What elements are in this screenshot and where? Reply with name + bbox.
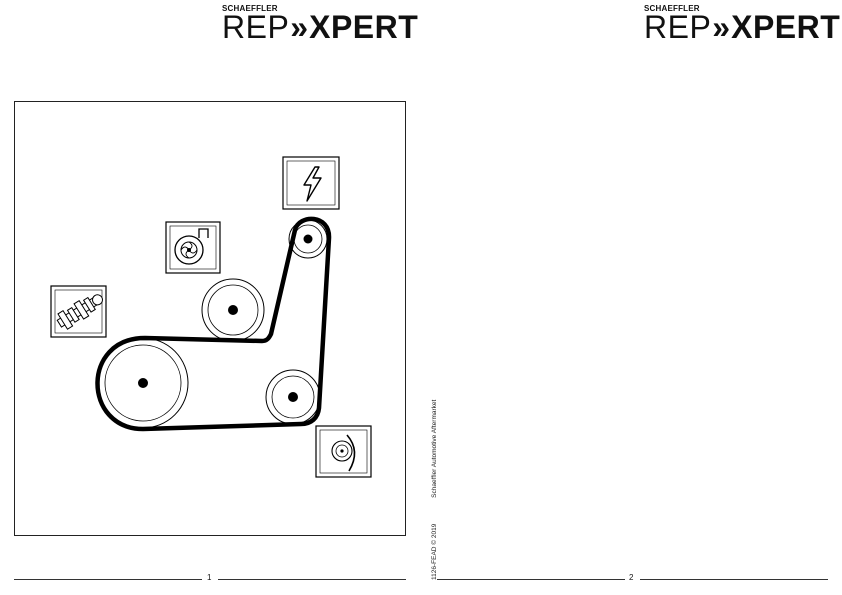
crankshaft-icon [50, 285, 107, 338]
tensioner-pulley [265, 369, 321, 425]
schaeffler-brand: SCHAEFFLER [222, 4, 278, 13]
publisher-name: Schaeffler Automotive Aftermarket [431, 399, 438, 498]
logo-wordmark: REP»XPERT [222, 9, 419, 45]
lightning-icon [282, 156, 340, 210]
document-code: 1126-FEAD © 2019 [431, 523, 438, 580]
footer-rule-left [14, 579, 202, 580]
water-pump-pulley [201, 278, 265, 342]
alternator-pulley [288, 219, 328, 259]
footer-rule-right [640, 579, 828, 580]
repxpert-logo-right: SCHAEFFLER REP»XPERT [644, 4, 840, 46]
footer-rule-left [437, 579, 625, 580]
schaeffler-brand: SCHAEFFLER [644, 4, 700, 13]
crankshaft-pulley [97, 337, 189, 429]
belt-diagram-svg [50, 156, 372, 478]
footer-rule-right [218, 579, 406, 580]
tensioner-icon [315, 425, 372, 478]
repxpert-logo-left: SCHAEFFLER REP»XPERT [222, 4, 418, 46]
page-number: 2 [629, 573, 634, 582]
document-side-text: 1126-FEAD © 2019 Schaeffler Automotive A… [431, 376, 438, 580]
logo-wordmark: REP»XPERT [644, 9, 841, 45]
belt-routing-diagram [14, 101, 406, 536]
water-pump-icon [165, 221, 221, 274]
page-number: 1 [207, 573, 212, 582]
